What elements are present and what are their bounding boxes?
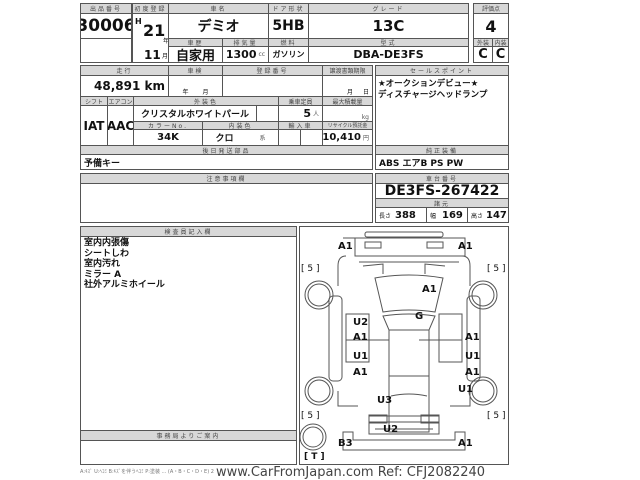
era: H [135,17,142,26]
color-no: 34K [133,129,203,146]
damage-mark: U2 [383,424,399,435]
damage-mark: A1 [458,241,473,252]
int-color-value: クロ [215,134,234,144]
damage-mark: A1 [465,332,480,343]
month-unit: 月 [162,53,169,60]
sales-point: ★オークションデビュー★ [378,79,479,89]
inspector-note: ミラー A [84,269,122,280]
lot-number: 30006 [80,13,132,39]
inspector-notes: 室内内張傷 シートしわ 室内汚れ ミラー A 社外アルミホイール [80,236,297,431]
inspector-note: 室内内張傷 [84,238,130,248]
watermark: www.CarFromJapan.com Ref: CFJ2082240 [216,465,486,480]
score: 4 [473,13,509,39]
import-a [278,129,301,146]
width-label: 幅 [430,212,437,220]
reg-no [222,75,323,97]
exterior-grade: C [473,46,493,63]
inspector-note: 室内汚れ [84,259,121,269]
legend: A:ｷｽﾞ U:ﾍｺﾐ B:ｷｽﾞを伴うﾍｺﾐ P:塗装 ... (A・B・C・… [80,469,214,475]
interior-grade: C [492,46,509,63]
inspector-note: シートしわ [84,248,130,259]
model-code: DBA-DE3FS [308,46,469,63]
length-label: 長さ [379,212,392,220]
office-notes [80,440,297,465]
parts: 予備キー [80,154,373,170]
sales-point: ディスチャージヘッドランプ [378,90,488,100]
int-color-suffix: 系 [259,135,266,142]
tire-depth: [ 5 ] [487,264,506,274]
tire-depth: [ 5 ] [487,411,506,421]
sales-points: ★オークションデビュー★ ディスチャージヘッドランプ [375,75,509,146]
air-conditioner: AAC [107,105,134,146]
ext-color-extra [256,105,279,122]
damage-mark: A1 [458,438,473,449]
damage-mark: A1 [422,284,437,295]
damage-mark: A1 [353,367,368,378]
damage-mark: U2 [353,317,369,328]
damage-diagram: A1 A1 A1 G U2 A1 A1 U1 A1 U1 A1 U1 U3 U2… [299,226,509,465]
damage-mark: G [415,311,424,322]
first-reg-cell: H 21 年 11 月 [132,13,169,63]
max-load: kg [322,105,373,122]
year-unit: 年 [163,38,169,45]
displacement-value: 1300 [225,48,257,61]
damage-mark: U1 [465,351,481,362]
insp-year: 年 [182,89,189,96]
reg-month: 11 [144,48,161,62]
ext-color: クリスタルホワイトパール [133,105,257,122]
damage-mark: A1 [353,332,368,343]
tire-depth: [ 5 ] [301,411,320,421]
damage-mark: B3 [338,438,353,449]
load-unit: kg [361,114,369,121]
cc-unit: cc [258,51,266,58]
spare-tire: [ T ] [304,452,325,462]
door-type: 5HB [268,13,309,39]
reg-year: 21 [143,21,166,40]
capacity-unit: 人 [312,111,319,118]
history: 自家用 [168,46,223,63]
car-outline-icon [300,231,498,451]
lot-blank [80,38,132,63]
damage-mark: U1 [353,351,369,362]
damage-mark: A1 [465,367,480,378]
damage-mark: U1 [458,384,474,395]
doc-deadline: 月日 [322,75,373,97]
shift: IAT [80,105,108,146]
recycle-value: 10,410 [322,132,361,143]
import-b [300,129,323,146]
capacity-value: 5 [303,107,311,120]
damage-mark: U3 [377,395,393,406]
deadline-month: 月 [346,89,353,96]
height-value: 147 [486,209,507,221]
width-value: 169 [442,209,463,221]
int-color: クロ 系 [202,129,279,146]
fuel: ガソリン [268,46,309,63]
chassis-number: DE3FS-267422 [375,183,509,199]
insp-month: 月 [202,89,209,96]
height-label: 高さ [471,212,484,220]
length-value: 388 [395,209,416,221]
width-cell: 幅 169 [426,207,468,223]
damage-mark: A1 [338,241,353,252]
inspection-date: 年月 [168,75,223,97]
grade: 13C [308,13,469,39]
deadline-day: 日 [362,89,369,96]
equipment: ABS エアB PS PW [375,154,509,170]
notes-area [80,183,373,223]
inspector-note: 社外アルミホイール [84,280,165,290]
yen-unit: 円 [362,135,369,142]
car-name: デミオ [168,13,269,39]
tire-depth: [ 5 ] [301,264,320,274]
mileage: 48,891 km [80,75,169,97]
